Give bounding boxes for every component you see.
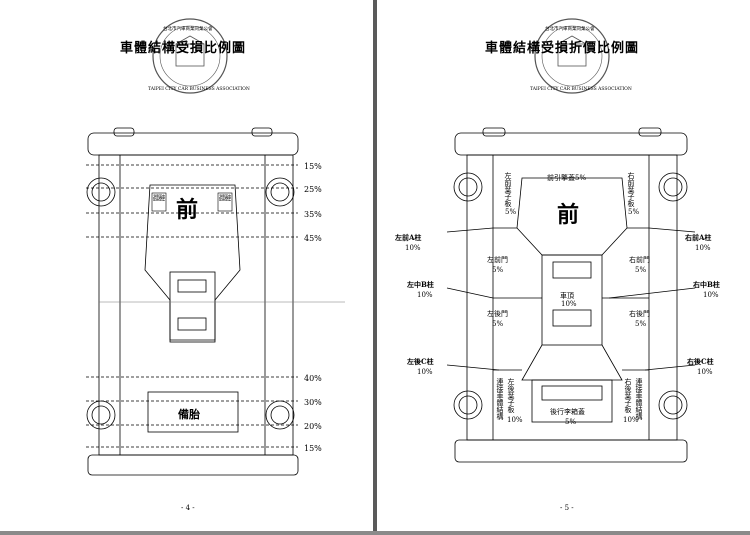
left-c-pillar-pct: 10% — [417, 368, 433, 376]
pillar-arrows — [446, 227, 696, 371]
pct-45-top: 45% — [304, 234, 322, 243]
right-b-pillar-label: 右中B柱 — [692, 280, 720, 289]
left-front-fender-label: 左前葉子板 — [504, 171, 512, 208]
left-front-door-pct: 5% — [492, 266, 503, 274]
pct-40-bottom: 40% — [304, 374, 322, 383]
pct-25-top: 25% — [304, 185, 322, 194]
right-b-pillar-pct: 10% — [703, 291, 719, 299]
left-front-fender-pct: 5% — [505, 208, 516, 216]
front-label: 前 — [176, 197, 198, 223]
left-b-pillar-pct: 10% — [417, 291, 433, 299]
roof-label: 車頂 — [560, 291, 574, 300]
left-rear-door-pct: 5% — [492, 320, 503, 328]
right-front-door-pct: 5% — [635, 266, 646, 274]
right-rear-door-pct: 5% — [635, 320, 646, 328]
left-weld-label: 連接車體結構 — [496, 377, 504, 421]
association-seal: 台北市汽車商業同業公會 TAIPEI CITY CAR BUSINESS ASS… — [148, 18, 250, 94]
right-front-fender-pct: 5% — [628, 208, 639, 216]
seal-text-top: 台北市汽車商業同業公會 — [545, 25, 595, 32]
left-a-pillar-label: 左前A柱 — [394, 233, 421, 242]
car-outline — [86, 127, 299, 476]
left-rear-fender-label: 左後葉子板 — [507, 377, 515, 414]
seal-text-top: 台北市汽車商業同業公會 — [163, 25, 213, 32]
right-rear-fender-label: 右後葉子板 — [624, 377, 632, 414]
left-front-door-label: 左前門 — [487, 255, 508, 264]
percent-scale-bottom: 40% 30% 20% 15% — [304, 374, 322, 453]
page-title: 車體結構受損比例圖 — [120, 40, 246, 56]
page-title: 車體結構受損折價比例圖 — [485, 40, 639, 56]
front-label: 前 — [557, 202, 579, 228]
seal-text-bottom: TAIPEI CITY CAR BUSINESS ASSOCIATION — [530, 86, 632, 92]
spare-tire-label: 備胎 — [178, 407, 200, 421]
damage-depreciation-diagram: 台北市汽車商業同業公會 TAIPEI CITY CAR BUSINESS ASS… — [394, 18, 720, 512]
left-a-pillar-pct: 10% — [405, 244, 421, 252]
right-rear-door-label: 右後門 — [629, 309, 650, 318]
left-rear-door-label: 左後門 — [487, 309, 508, 318]
pct-15-top: 15% — [304, 162, 322, 171]
left-c-pillar-label: 左後C柱 — [406, 357, 434, 366]
strut-mount-left: 避震器座 — [153, 193, 165, 202]
right-rear-fender-pct: 10% — [623, 416, 639, 424]
page-5: 台北市汽車商業同業公會 TAIPEI CITY CAR BUSINESS ASS… — [377, 0, 750, 531]
right-c-pillar-pct: 10% — [697, 368, 713, 376]
right-front-fender-label: 右前葉子板 — [627, 171, 635, 208]
association-seal: 台北市汽車商業同業公會 TAIPEI CITY CAR BUSINESS ASS… — [530, 18, 632, 94]
pct-35-top: 35% — [304, 210, 322, 219]
right-weld-label: 連接車體結構 — [635, 377, 643, 421]
damage-ratio-diagram: 台北市汽車商業同業公會 TAIPEI CITY CAR BUSINESS ASS… — [86, 18, 345, 512]
seal-text-bottom: TAIPEI CITY CAR BUSINESS ASSOCIATION — [148, 86, 250, 92]
page-number: - 5 - — [560, 504, 574, 512]
right-a-pillar-label: 右前A柱 — [684, 233, 711, 242]
page-number: - 4 - — [181, 504, 195, 512]
right-a-pillar-pct: 10% — [695, 244, 711, 252]
strut-mount-right: 避震器座 — [219, 193, 231, 202]
pct-30-bottom: 30% — [304, 398, 322, 407]
percent-scale-top: 15% 25% 35% 45% — [304, 162, 322, 243]
trunk-pct: 5% — [565, 418, 576, 426]
page-4: 台北市汽車商業同業公會 TAIPEI CITY CAR BUSINESS ASS… — [0, 0, 373, 531]
left-b-pillar-label: 左中B柱 — [406, 280, 434, 289]
trunk-label: 後行李箱蓋 — [550, 407, 585, 416]
page-gutter — [373, 0, 377, 531]
right-front-door-label: 右前門 — [629, 255, 650, 264]
hood-label: 前引擎蓋5% — [547, 173, 586, 182]
roof-pct: 10% — [561, 300, 577, 308]
pct-20-bottom: 20% — [304, 422, 322, 431]
pct-15-bottom: 15% — [304, 444, 322, 453]
right-c-pillar-label: 右後C柱 — [686, 357, 714, 366]
left-rear-fender-pct: 10% — [507, 416, 523, 424]
